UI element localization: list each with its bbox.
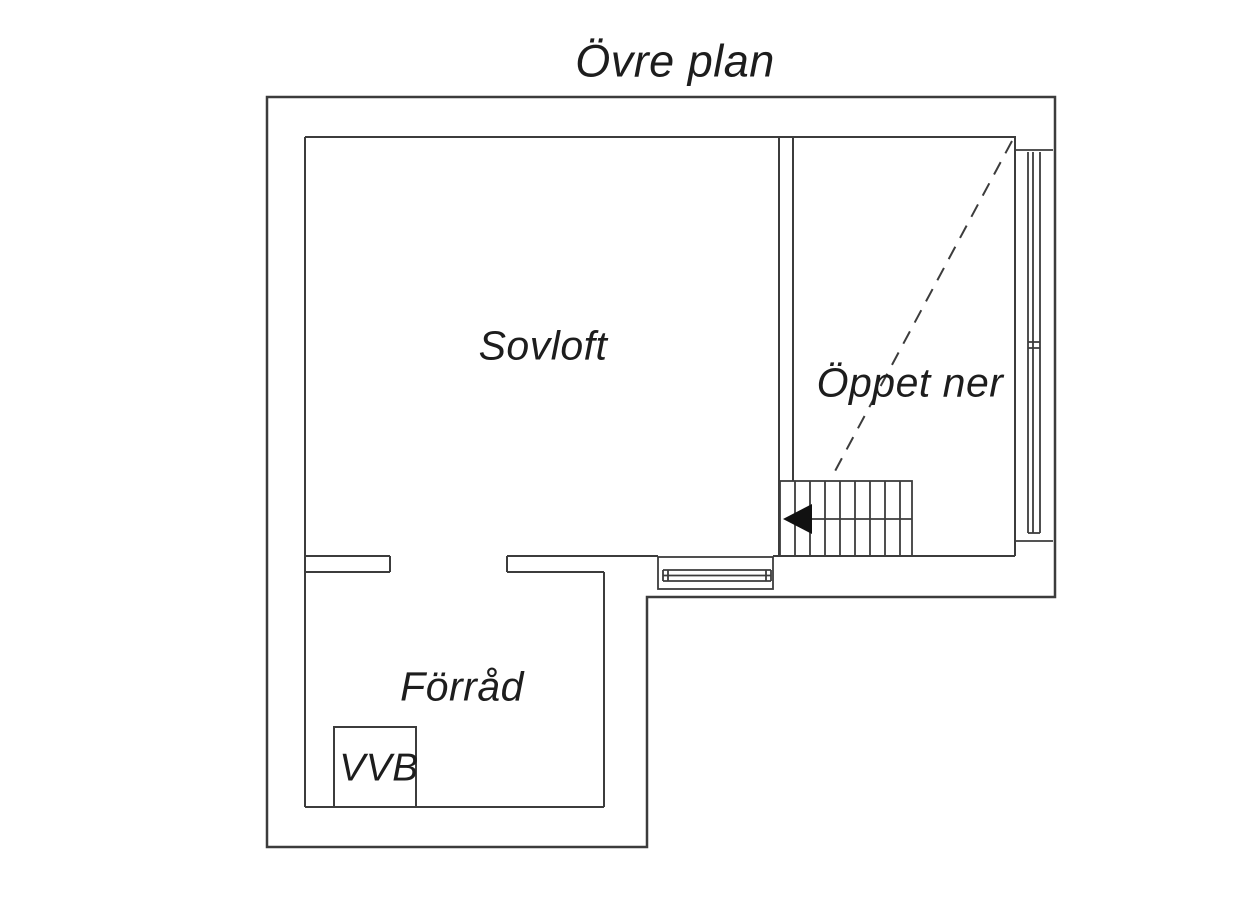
vvb-box <box>333 726 417 808</box>
sovloft-forrad-wall-left <box>305 555 391 573</box>
dashed-sightline <box>833 140 1013 474</box>
sovloft-forrad-wall-right <box>506 555 658 573</box>
room-label-forrad: Förråd <box>400 663 524 710</box>
window-south <box>657 556 774 590</box>
outer-wall <box>265 95 1057 849</box>
room-label-vvb: VVB <box>339 746 419 790</box>
room-label-sovloft: Sovloft <box>478 322 608 369</box>
plan-title: Övre plan <box>575 35 775 87</box>
stair-direction-arrow-icon <box>783 504 812 534</box>
room-label-oppet-ner: Öppet ner <box>816 359 1004 406</box>
window-east <box>1015 149 1053 542</box>
